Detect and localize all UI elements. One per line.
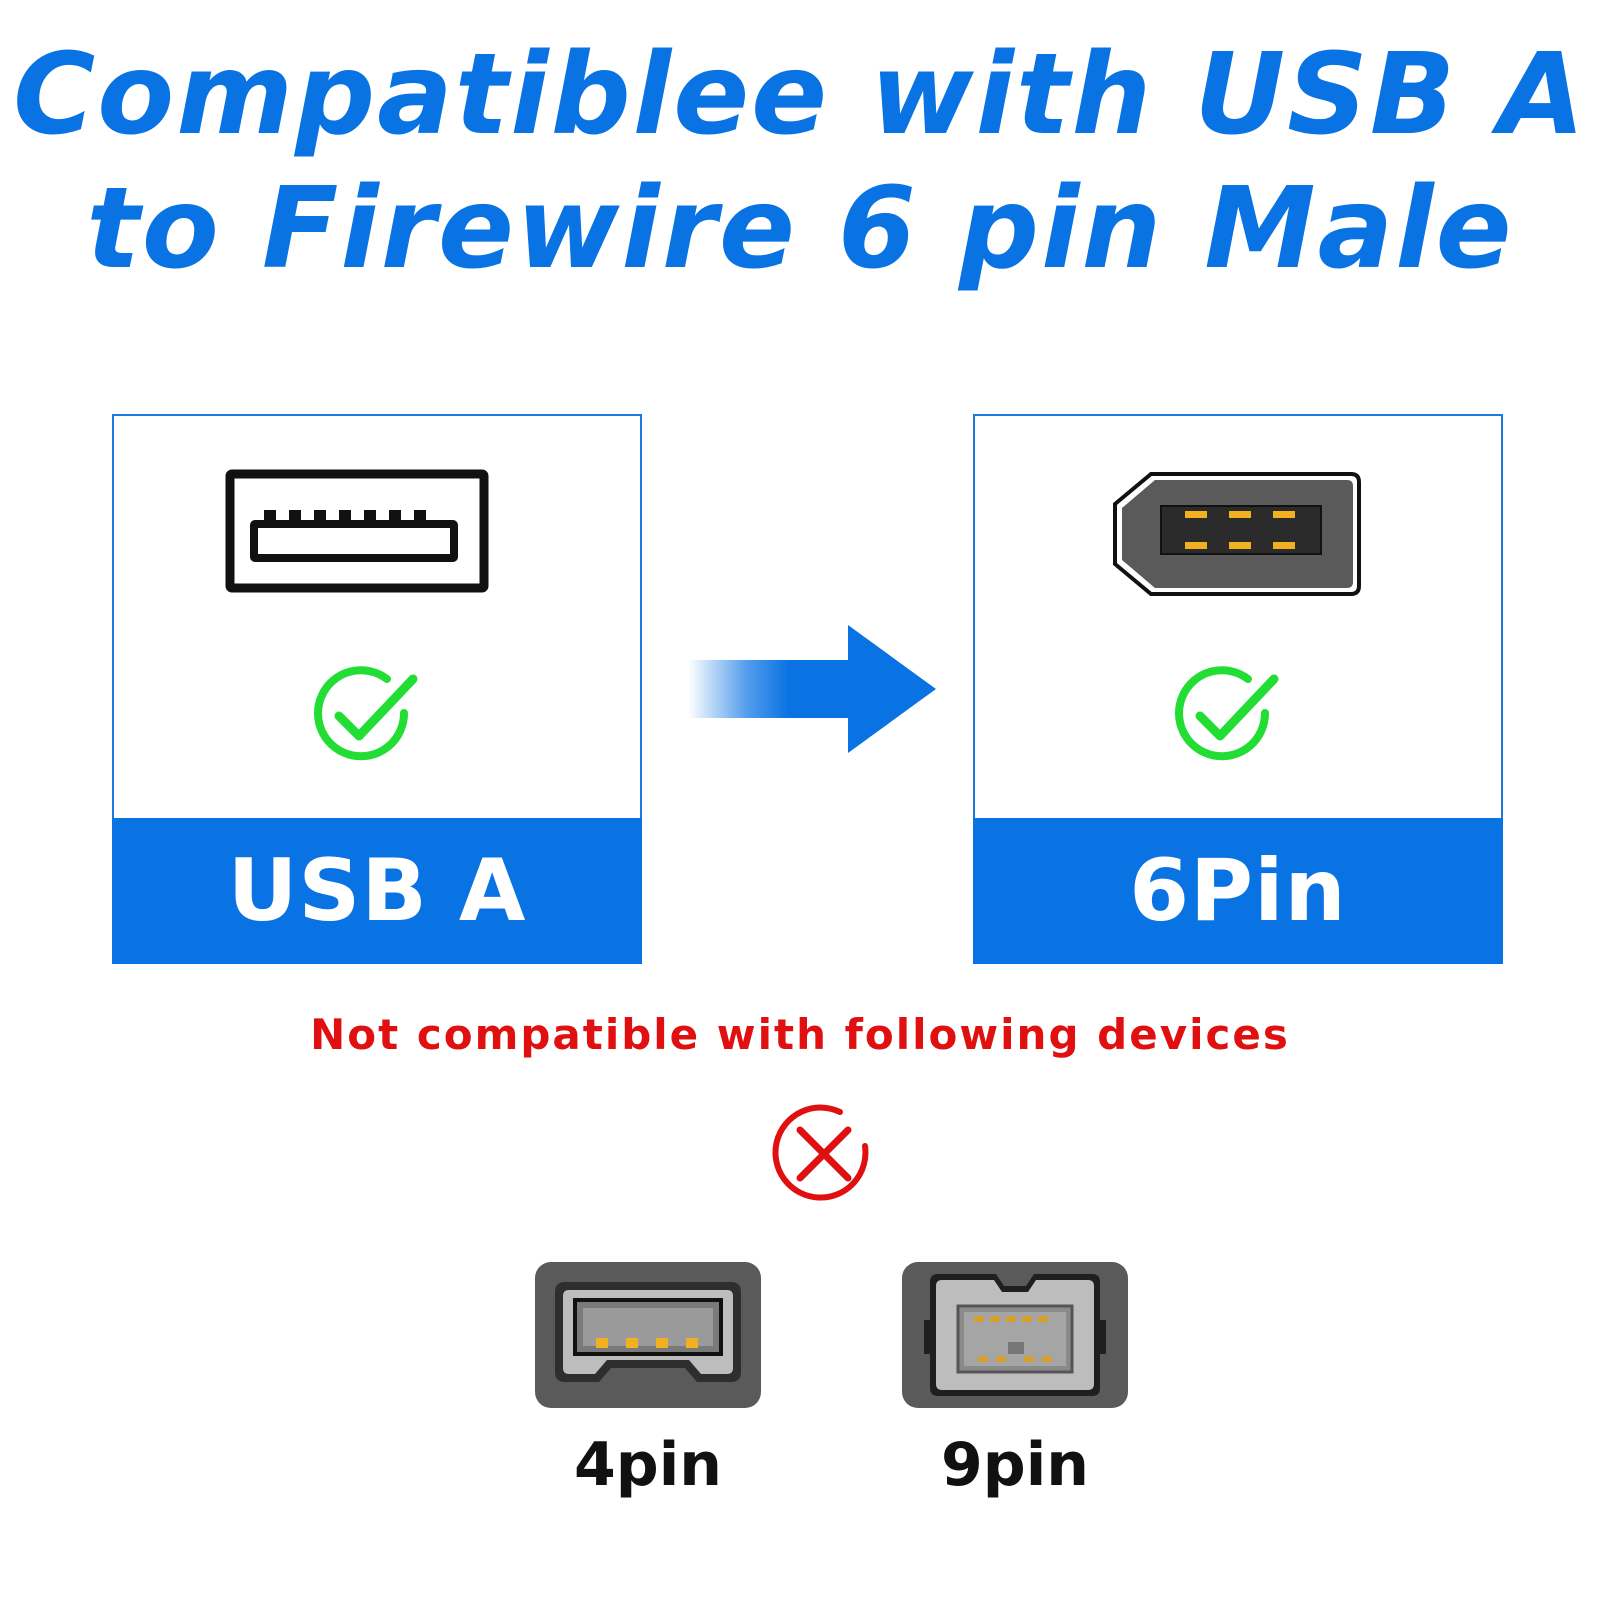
- firewire-6pin-port-icon: [1113, 472, 1361, 596]
- title-line-2: to Firewire 6 pin Male: [86, 164, 1514, 294]
- firewire-6pin-label: 6Pin: [973, 818, 1503, 964]
- firewire-6pin-card: 6Pin: [973, 414, 1503, 964]
- right-arrow-icon: [688, 625, 936, 753]
- not-compatible-text: Not compatible with following devices: [310, 1010, 1290, 1059]
- firewire-9pin-label: 9pin: [941, 1430, 1089, 1500]
- not-compatible-x-icon: [772, 1104, 869, 1201]
- firewire-9pin-port-icon: [902, 1262, 1128, 1408]
- page-title: Compatiblee with USB A to Firewire 6 pin…: [0, 28, 1600, 296]
- title-line-1: Compatiblee with USB A: [13, 30, 1587, 160]
- usb-a-label: USB A: [112, 818, 642, 964]
- compatible-check-icon: [314, 666, 418, 761]
- usb-a-port-icon: [225, 469, 489, 593]
- firewire-4pin-label: 4pin: [574, 1430, 722, 1500]
- firewire-4pin-port-icon: [535, 1262, 761, 1408]
- compatible-check-icon: [1175, 666, 1279, 761]
- usb-a-card: USB A: [112, 414, 642, 964]
